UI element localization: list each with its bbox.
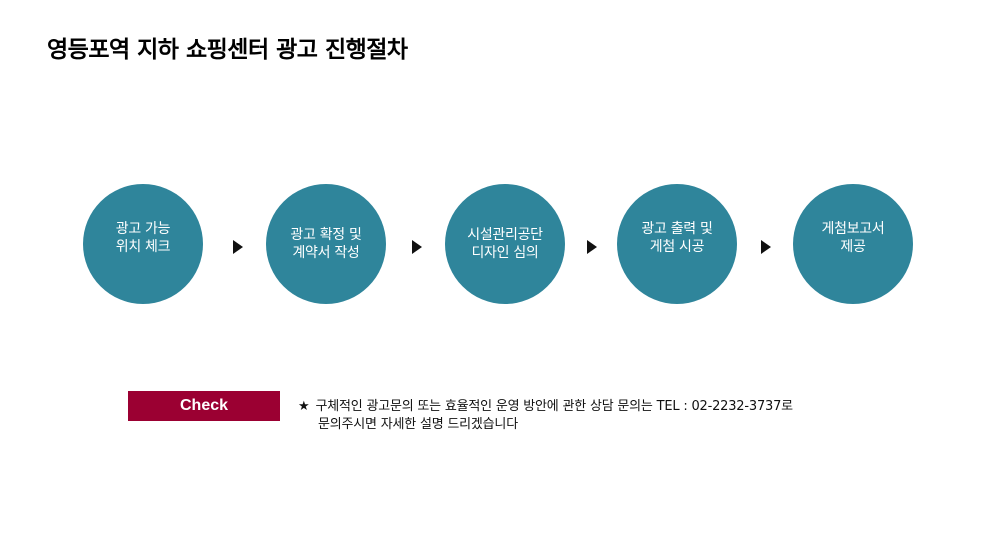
step-label: 광고 가능 위치 체크 [115,221,171,255]
arrow-right-icon [233,240,243,254]
arrow-right-icon [587,240,597,254]
step-label: 광고 출력 및 게첨 시공 [641,221,713,255]
process-step-3: 시설관리공단 디자인 심의 [445,184,565,304]
process-step-4: 광고 출력 및 게첨 시공 [617,184,737,304]
process-step-5: 게첨보고서 제공 [793,184,913,304]
notice-line-2: 문의주시면 자세한 설명 드리겠습니다 [318,417,518,432]
contact-notice: ★ 구체적인 광고문의 또는 효율적인 운영 방안에 관한 상담 문의는 TEL … [298,398,793,434]
arrow-right-icon [412,240,422,254]
process-step-1: 광고 가능 위치 체크 [83,184,203,304]
step-label: 시설관리공단 디자인 심의 [467,227,543,261]
check-badge: Check [128,391,280,421]
notice-line-1: 구체적인 광고문의 또는 효율적인 운영 방안에 관한 상담 문의는 TEL :… [315,399,793,414]
page-title: 영등포역 지하 쇼핑센터 광고 진행절차 [47,37,408,63]
step-label: 게첨보고서 제공 [821,221,885,255]
process-step-2: 광고 확정 및 계약서 작성 [266,184,386,304]
arrow-right-icon [761,240,771,254]
star-icon: ★ [298,399,310,414]
step-label: 광고 확정 및 계약서 작성 [290,227,362,261]
